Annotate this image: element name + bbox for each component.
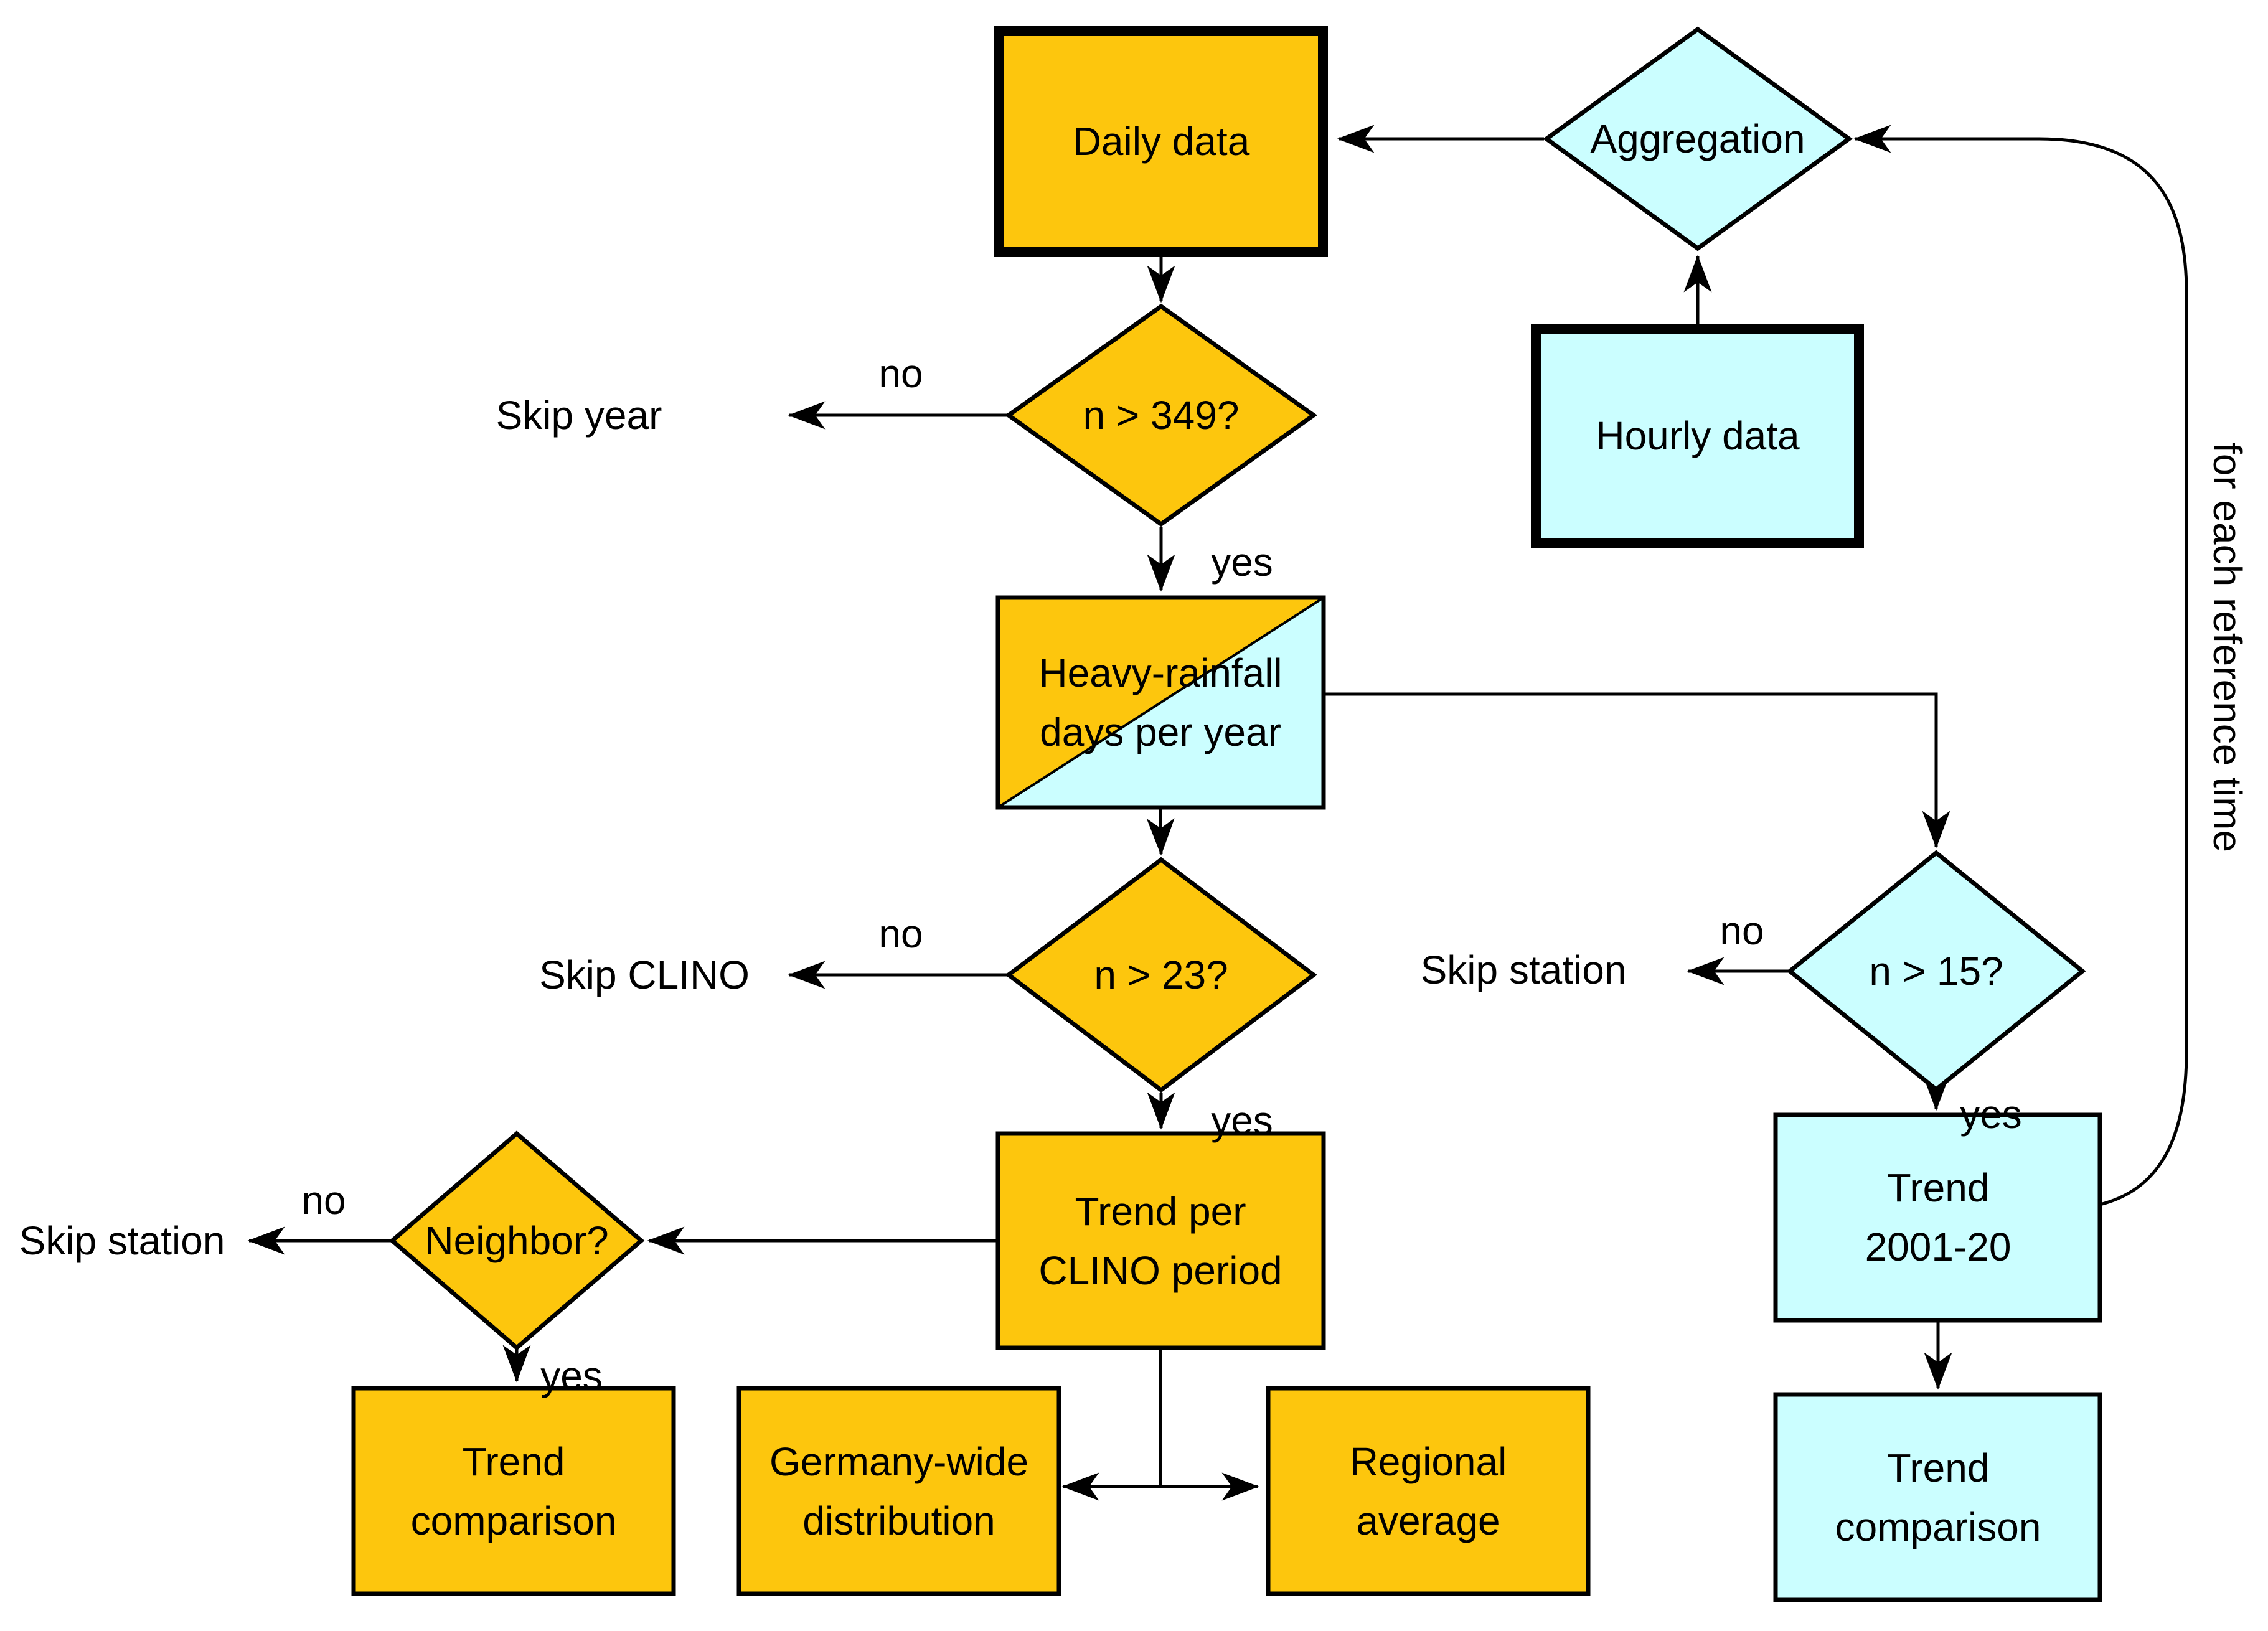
n-gt-349-label: n > 349? <box>1083 393 1240 438</box>
node-trend-comparison-left: Trend comparison <box>351 1386 676 1596</box>
node-daily-data: Daily data <box>994 26 1328 257</box>
trend-comparison-left-label-line2: comparison <box>411 1498 617 1543</box>
trend-comparison-right-label-line1: Trend <box>1887 1445 1990 1490</box>
node-trend-per-clino: Trend per CLINO period <box>995 1131 1326 1350</box>
daily-data-box <box>994 26 1328 257</box>
n23-no-label: no <box>878 911 923 956</box>
trend-2001-20-box <box>1773 1112 2102 1323</box>
heavy-rainfall-label-line2: days per year <box>1040 710 1281 754</box>
trend-per-clino-label-line2: CLINO period <box>1038 1248 1282 1293</box>
arrow-heavy-rainfall-to-n23 <box>1146 808 1175 856</box>
neighbor-no-label: no <box>301 1178 346 1223</box>
regional-average-box <box>1266 1386 1591 1596</box>
neighbor-diamond <box>388 1130 645 1351</box>
n15-yes-label: yes <box>1960 1092 2022 1137</box>
trend-comparison-left-label-line1: Trend <box>463 1439 565 1484</box>
n-gt-23-diamond <box>1005 857 1317 1093</box>
n-gt-349-diamond <box>1004 303 1318 527</box>
heavy-rainfall-box <box>995 595 1326 810</box>
n-gt-15-diamond <box>1786 850 2086 1093</box>
aggregation-label: Aggregation <box>1590 116 1805 161</box>
arrow-heavy-rainfall-to-n15 <box>1325 692 1950 848</box>
daily-data-label: Daily data <box>1073 119 1250 164</box>
germany-wide-label-line1: Germany-wide <box>769 1439 1028 1484</box>
node-trend-2001-20: Trend 2001-20 <box>1773 1112 2102 1323</box>
heavy-rainfall-diagonal <box>997 596 1325 809</box>
regional-average-label-line2: average <box>1356 1498 1500 1543</box>
neighbor-yes-label: yes <box>540 1353 603 1398</box>
hourly-data-box <box>1531 324 1864 548</box>
n349-no-label: no <box>878 351 923 396</box>
node-n-gt-23: n > 23? <box>1005 857 1317 1093</box>
node-regional-average: Regional average <box>1266 1386 1591 1596</box>
germany-wide-label-line2: distribution <box>802 1498 995 1543</box>
trend-comparison-left-box <box>351 1386 676 1596</box>
regional-average-label-line1: Regional <box>1350 1439 1507 1484</box>
node-germany-wide: Germany-wide distribution <box>736 1386 1061 1596</box>
node-n-gt-349: n > 349? <box>1004 303 1318 527</box>
germany-wide-box <box>736 1386 1061 1596</box>
node-n-gt-15: n > 15? <box>1786 850 2086 1093</box>
skip-station-right-text: Skip station <box>1421 947 1627 992</box>
skip-year-text: Skip year <box>496 393 662 438</box>
arrow-loop-trend-2001-20-to-aggregation <box>1853 125 2188 1206</box>
for-each-reference-time-label: for each reference time <box>2205 443 2250 852</box>
aggregation-diamond <box>1543 26 1853 251</box>
node-heavy-rainfall: Heavy-rainfall days per year <box>995 595 1326 810</box>
trend-2001-20-label-line2: 2001-20 <box>1865 1224 2012 1269</box>
neighbor-label: Neighbor? <box>425 1218 608 1263</box>
n-gt-15-label: n > 15? <box>1869 949 2003 994</box>
trend-per-clino-box <box>995 1131 1326 1350</box>
skip-station-left-text: Skip station <box>19 1218 225 1263</box>
trend-comparison-right-box <box>1773 1392 2102 1602</box>
hourly-data-label: Hourly data <box>1596 413 1800 458</box>
node-trend-comparison-right: Trend comparison <box>1773 1392 2102 1602</box>
trend-2001-20-label-line1: Trend <box>1887 1165 1990 1210</box>
node-hourly-data: Hourly data <box>1531 324 1864 548</box>
skip-clino-text: Skip CLINO <box>539 952 750 997</box>
n-gt-23-label: n > 23? <box>1094 952 1228 997</box>
node-neighbor: Neighbor? <box>388 1130 645 1351</box>
node-aggregation: Aggregation <box>1543 26 1853 251</box>
n349-yes-label: yes <box>1211 540 1273 585</box>
trend-per-clino-label-line1: Trend per <box>1075 1189 1246 1234</box>
n23-yes-label: yes <box>1211 1098 1273 1143</box>
trend-comparison-right-label-line2: comparison <box>1835 1505 2041 1549</box>
n15-no-label: no <box>1720 908 1764 953</box>
heavy-rainfall-label-line1: Heavy-rainfall <box>1038 651 1282 695</box>
